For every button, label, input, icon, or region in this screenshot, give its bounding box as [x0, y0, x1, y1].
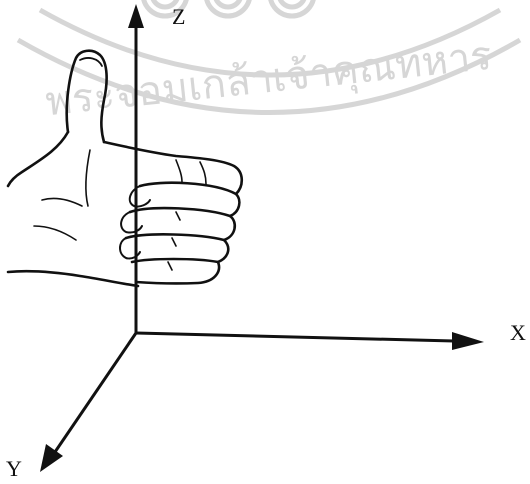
z-axis-arrowhead [128, 4, 144, 28]
x-axis-arrowhead [452, 332, 484, 350]
x-axis-label: X [510, 322, 526, 344]
y-axis-label: Y [6, 458, 22, 480]
fingertip-middle [121, 212, 142, 233]
fingertip-index [130, 186, 150, 207]
z-axis-label: Z [172, 6, 185, 28]
hand-back-outline [8, 132, 68, 186]
thumb-crease [86, 150, 90, 206]
knuckles-outline [104, 142, 242, 194]
y-axis-arrowhead [40, 444, 63, 472]
finger-joint-3 [168, 262, 172, 270]
watermark-circle-3-inner [279, 0, 305, 7]
knuckle-crease-2 [200, 162, 206, 184]
y-axis-line [55, 333, 136, 452]
finger-joint-2 [172, 238, 176, 246]
knuckle-crease-1 [176, 160, 182, 182]
finger-index [140, 183, 239, 216]
watermark-circle-2-inner [215, 0, 241, 7]
x-axis [136, 332, 484, 350]
palm-crease-2 [34, 226, 76, 240]
palm-crease-1 [42, 198, 82, 206]
wrist-bottom-outline [8, 271, 138, 286]
y-axis [40, 333, 136, 472]
thumbnail-line [80, 58, 102, 66]
finger-little [132, 259, 219, 283]
finger-joint-1 [176, 212, 180, 220]
x-axis-line [136, 333, 454, 341]
